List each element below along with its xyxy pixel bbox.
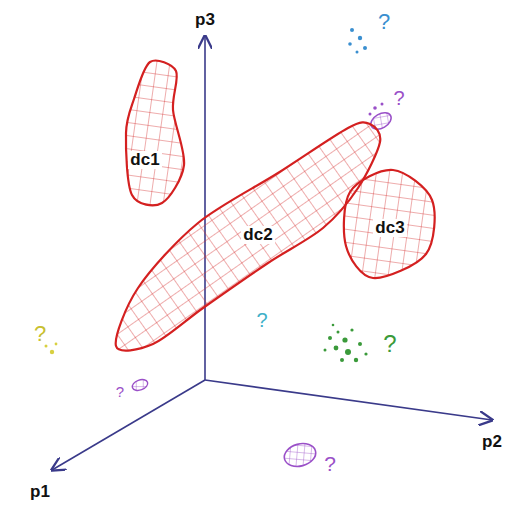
blob-shape xyxy=(344,170,435,278)
question-mark: ? xyxy=(391,87,406,109)
blob-shape xyxy=(116,122,381,350)
question-mark: ? xyxy=(114,384,126,401)
cluster-name: dc2 xyxy=(241,226,274,245)
question-mark: ? xyxy=(376,10,392,34)
yellow-dots xyxy=(45,343,58,355)
blue-dots xyxy=(348,28,367,54)
mesh-blob: dc3 xyxy=(338,162,443,287)
axis-label: p1 xyxy=(28,483,52,502)
axis-lines xyxy=(52,36,492,470)
blob-shape xyxy=(126,61,184,206)
blob-outline xyxy=(118,55,193,215)
mesh-blob: dc1 xyxy=(118,55,193,215)
purple-blob-small xyxy=(131,378,149,393)
question-mark: ? xyxy=(32,322,48,346)
cluster-name: dc1 xyxy=(128,151,161,170)
cluster-name: dc3 xyxy=(373,219,406,238)
axis-label: p3 xyxy=(193,11,217,30)
purple-blob-bottom xyxy=(282,440,319,470)
question-mark: ? xyxy=(381,331,398,357)
question-mark: ? xyxy=(322,452,338,475)
question-mark: ? xyxy=(254,309,269,331)
axis-label: p2 xyxy=(480,433,504,452)
green-dots xyxy=(324,324,368,362)
